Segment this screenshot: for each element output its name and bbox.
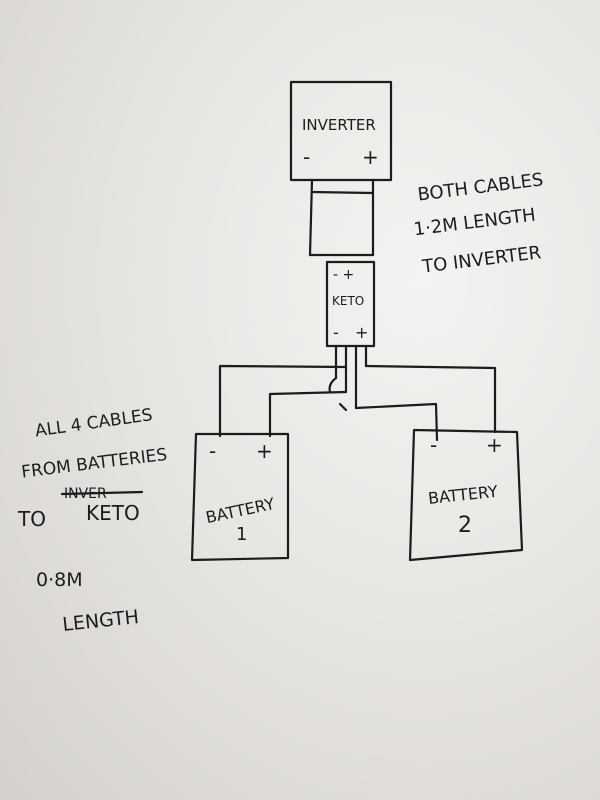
inverter-pos-terminal: +: [362, 145, 379, 169]
note-right-line1: BOTH CABLES: [416, 169, 544, 205]
inverter-box: INVERTER - +: [289, 80, 393, 182]
note-battery-cables: ALL 4 CABLES FROM BATTERIES TO INVER KET…: [17, 405, 168, 636]
battery-1: - + BATTERY 1: [190, 432, 290, 562]
inverter-label: INVERTER: [302, 116, 376, 134]
inverter-neg-terminal: -: [303, 145, 310, 169]
note-right-line3: TO INVERTER: [420, 242, 542, 278]
battery-1-number: 1: [236, 524, 247, 545]
strikethrough-line: [60, 490, 144, 496]
keto-top-terminals: - +: [333, 267, 354, 283]
note-inverter-cables: BOTH CABLES 1·2M LENGTH TO INVERTER: [413, 169, 545, 278]
note-left-keto: KETO: [86, 501, 140, 525]
keto-label: KETO: [332, 294, 364, 308]
note-left-line1: ALL 4 CABLES: [34, 405, 154, 441]
battery-2-pos: +: [486, 433, 503, 457]
battery-2: - + BATTERY 2: [408, 428, 524, 562]
battery-1-pos: +: [256, 439, 273, 463]
battery-2-label: BATTERY: [427, 482, 499, 508]
keto-bottom-pos: +: [355, 323, 368, 342]
keto-bottom-neg: -: [333, 323, 339, 342]
battery-2-number: 2: [458, 513, 472, 538]
note-left-line4: 0·8M: [36, 569, 83, 591]
keto-box: - + KETO - +: [325, 260, 376, 348]
battery-1-neg: -: [209, 439, 216, 463]
battery-1-label: BATTERY: [204, 494, 277, 527]
note-right-line2: 1·2M LENGTH: [413, 205, 537, 241]
inverter-cables: [308, 178, 375, 257]
note-left-to: TO: [17, 507, 46, 531]
note-left-line2: FROM BATTERIES: [20, 445, 168, 483]
battery-cables: [218, 344, 497, 442]
battery-2-neg: -: [430, 433, 437, 457]
note-left-line5: LENGTH: [61, 606, 140, 636]
